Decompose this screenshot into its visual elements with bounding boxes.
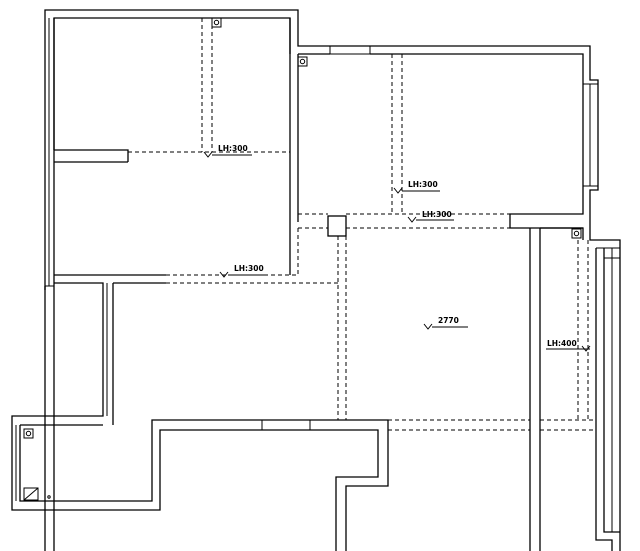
height-label: 2770 [438,316,459,325]
level-marker-6: LH:400 [546,339,591,352]
level-label: LH:300 [218,144,248,153]
downpipe-icon [211,17,222,28]
exterior-walls [44,9,621,551]
dashed-lines [128,18,596,431]
interior-walls [11,18,620,551]
level-label: LH:300 [234,264,264,273]
downpipe-icon [297,56,308,67]
level-label: LH:300 [408,180,438,189]
level-marker-5: 2770 [423,316,468,330]
floor-drain-icon [23,487,51,501]
level-label: LH:300 [422,210,452,219]
level-marker-1: LH:300 [203,144,252,158]
level-label: LH:400 [547,339,577,348]
level-marker-3: LH:300 [407,210,454,223]
downpipe-icon [23,428,34,439]
downpipe-icon [571,228,582,239]
level-marker-2: LH:300 [393,180,440,194]
level-marker-4: LH:300 [219,264,266,278]
